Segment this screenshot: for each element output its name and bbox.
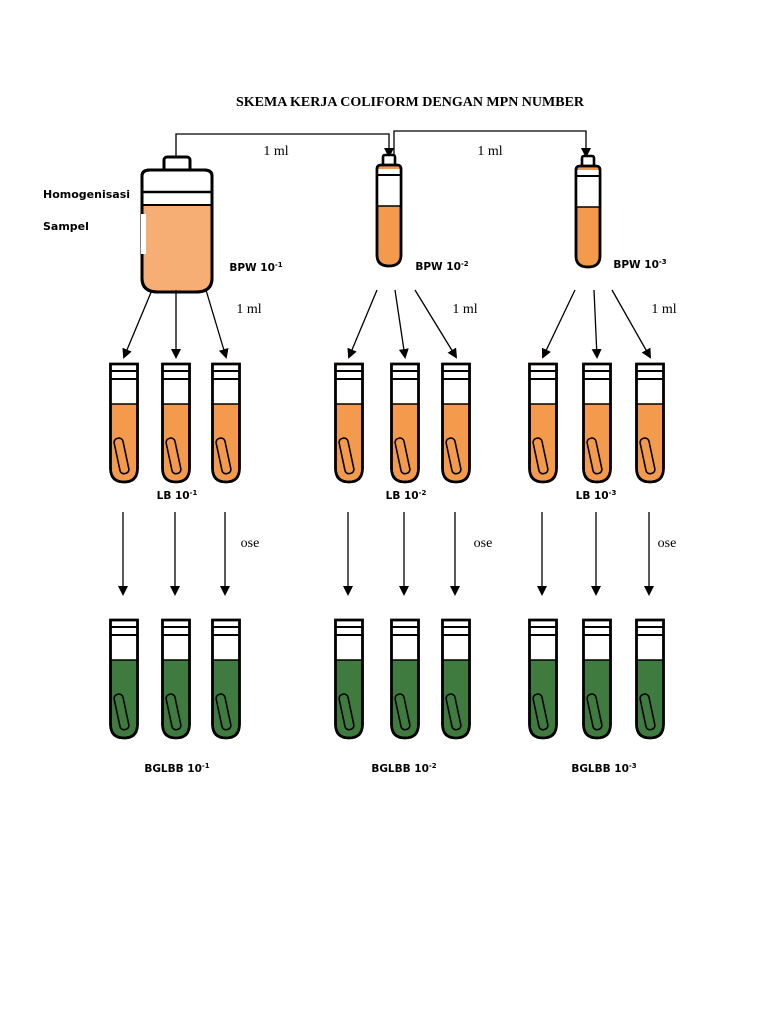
bpw-label-3-exponent: -3 <box>659 258 667 266</box>
transfer-connectors <box>175 130 591 158</box>
lb-tube-2-1 <box>334 362 364 484</box>
bglbb-label-3-exponent: -3 <box>629 762 637 770</box>
lb-label-1-base: LB 10 <box>157 490 190 502</box>
lb-transfer-label-1: 1 ml <box>236 302 261 317</box>
lb-tube-1-1 <box>109 362 139 484</box>
bglbb-tube-3-2 <box>582 618 612 740</box>
sample-bottle <box>140 155 214 294</box>
transfer-label-1: 1 ml <box>263 144 288 159</box>
lb-label-1: LB 10-1 <box>157 489 198 502</box>
lb-label-2: LB 10-2 <box>386 489 427 502</box>
lb-tube-1-2 <box>161 362 191 484</box>
bpw-label-2: BPW 10-2 <box>415 260 468 273</box>
lb-arrow-2-3 <box>414 289 458 359</box>
homogenisasi-label: Homogenisasi <box>43 188 130 201</box>
lb-tube-2-2 <box>390 362 420 484</box>
diagram-title: SKEMA KERJA COLIFORM DENGAN MPN NUMBER <box>236 95 585 110</box>
bpw-label-2-exponent: -2 <box>461 260 469 268</box>
bpw-bottle-3 <box>574 154 602 269</box>
bglbb-tube-1-2 <box>161 618 191 740</box>
bpw-label-1-exponent: -1 <box>275 261 283 269</box>
lb-arrow-2-2 <box>394 289 409 359</box>
ose-label-1: ose <box>241 536 260 551</box>
sampel-label: Sampel <box>43 220 89 233</box>
bglbb-tube-2-1 <box>334 618 364 740</box>
lb-label-2-exponent: -2 <box>419 489 427 497</box>
lb-arrow-3-2 <box>591 289 602 359</box>
transfer-arrow-2 <box>393 130 591 158</box>
lb-label-1-exponent: -1 <box>190 489 198 497</box>
lb-transfer-label-2: 1 ml <box>452 302 477 317</box>
bpw-label-1: BPW 10-1 <box>229 261 282 274</box>
lb-tube-3-3 <box>635 362 665 484</box>
bpw-label-3-base: BPW 10 <box>613 259 659 271</box>
lb-tube-3-1 <box>528 362 558 484</box>
bpw-label-2-base: BPW 10 <box>415 261 461 273</box>
lb-arrow-1-3 <box>205 289 229 359</box>
lb-transfer-label-3: 1 ml <box>651 302 676 317</box>
lb-tube-3-2 <box>582 362 612 484</box>
lb-arrow-1-1 <box>122 289 153 359</box>
lb-tube-2-3 <box>441 362 471 484</box>
bglbb-tube-3-3 <box>635 618 665 740</box>
bglbb-label-2-exponent: -2 <box>429 762 437 770</box>
lb-arrow-2-1 <box>347 289 378 359</box>
sample-bottle-liquid <box>143 205 211 291</box>
bpw-label-3: BPW 10-3 <box>613 258 666 271</box>
bpw-bottle-2 <box>375 153 403 268</box>
bglbb-label-1-base: BGLBB 10 <box>144 763 202 775</box>
lb-label-2-base: LB 10 <box>386 490 419 502</box>
bglbb-label-1-exponent: -1 <box>202 762 210 770</box>
lb-arrow-3-1 <box>541 289 576 359</box>
bglbb-label-1: BGLBB 10-1 <box>144 762 209 775</box>
lb-label-3: LB 10-3 <box>576 489 617 502</box>
lb-label-3-exponent: -3 <box>609 489 617 497</box>
bglbb-label-2: BGLBB 10-2 <box>371 762 436 775</box>
bglbb-tube-3-1 <box>528 618 558 740</box>
bpw-label-1-base: BPW 10 <box>229 262 275 274</box>
lb-tube-1-3 <box>211 362 241 484</box>
lb-label-3-base: LB 10 <box>576 490 609 502</box>
lb-arrow-3-3 <box>611 289 651 359</box>
bglbb-tube-2-2 <box>390 618 420 740</box>
bglbb-label-3: BGLBB 10-3 <box>571 762 636 775</box>
bglbb-tube-2-3 <box>441 618 471 740</box>
bglbb-label-2-base: BGLBB 10 <box>371 763 429 775</box>
bglbb-tube-1-1 <box>109 618 139 740</box>
transfer-arrow-1 <box>175 133 394 158</box>
ose-label-2: ose <box>474 536 493 551</box>
ose-label-3: ose <box>658 536 677 551</box>
bglbb-tube-1-3 <box>211 618 241 740</box>
bglbb-label-3-base: BGLBB 10 <box>571 763 629 775</box>
transfer-label-2: 1 ml <box>477 144 502 159</box>
